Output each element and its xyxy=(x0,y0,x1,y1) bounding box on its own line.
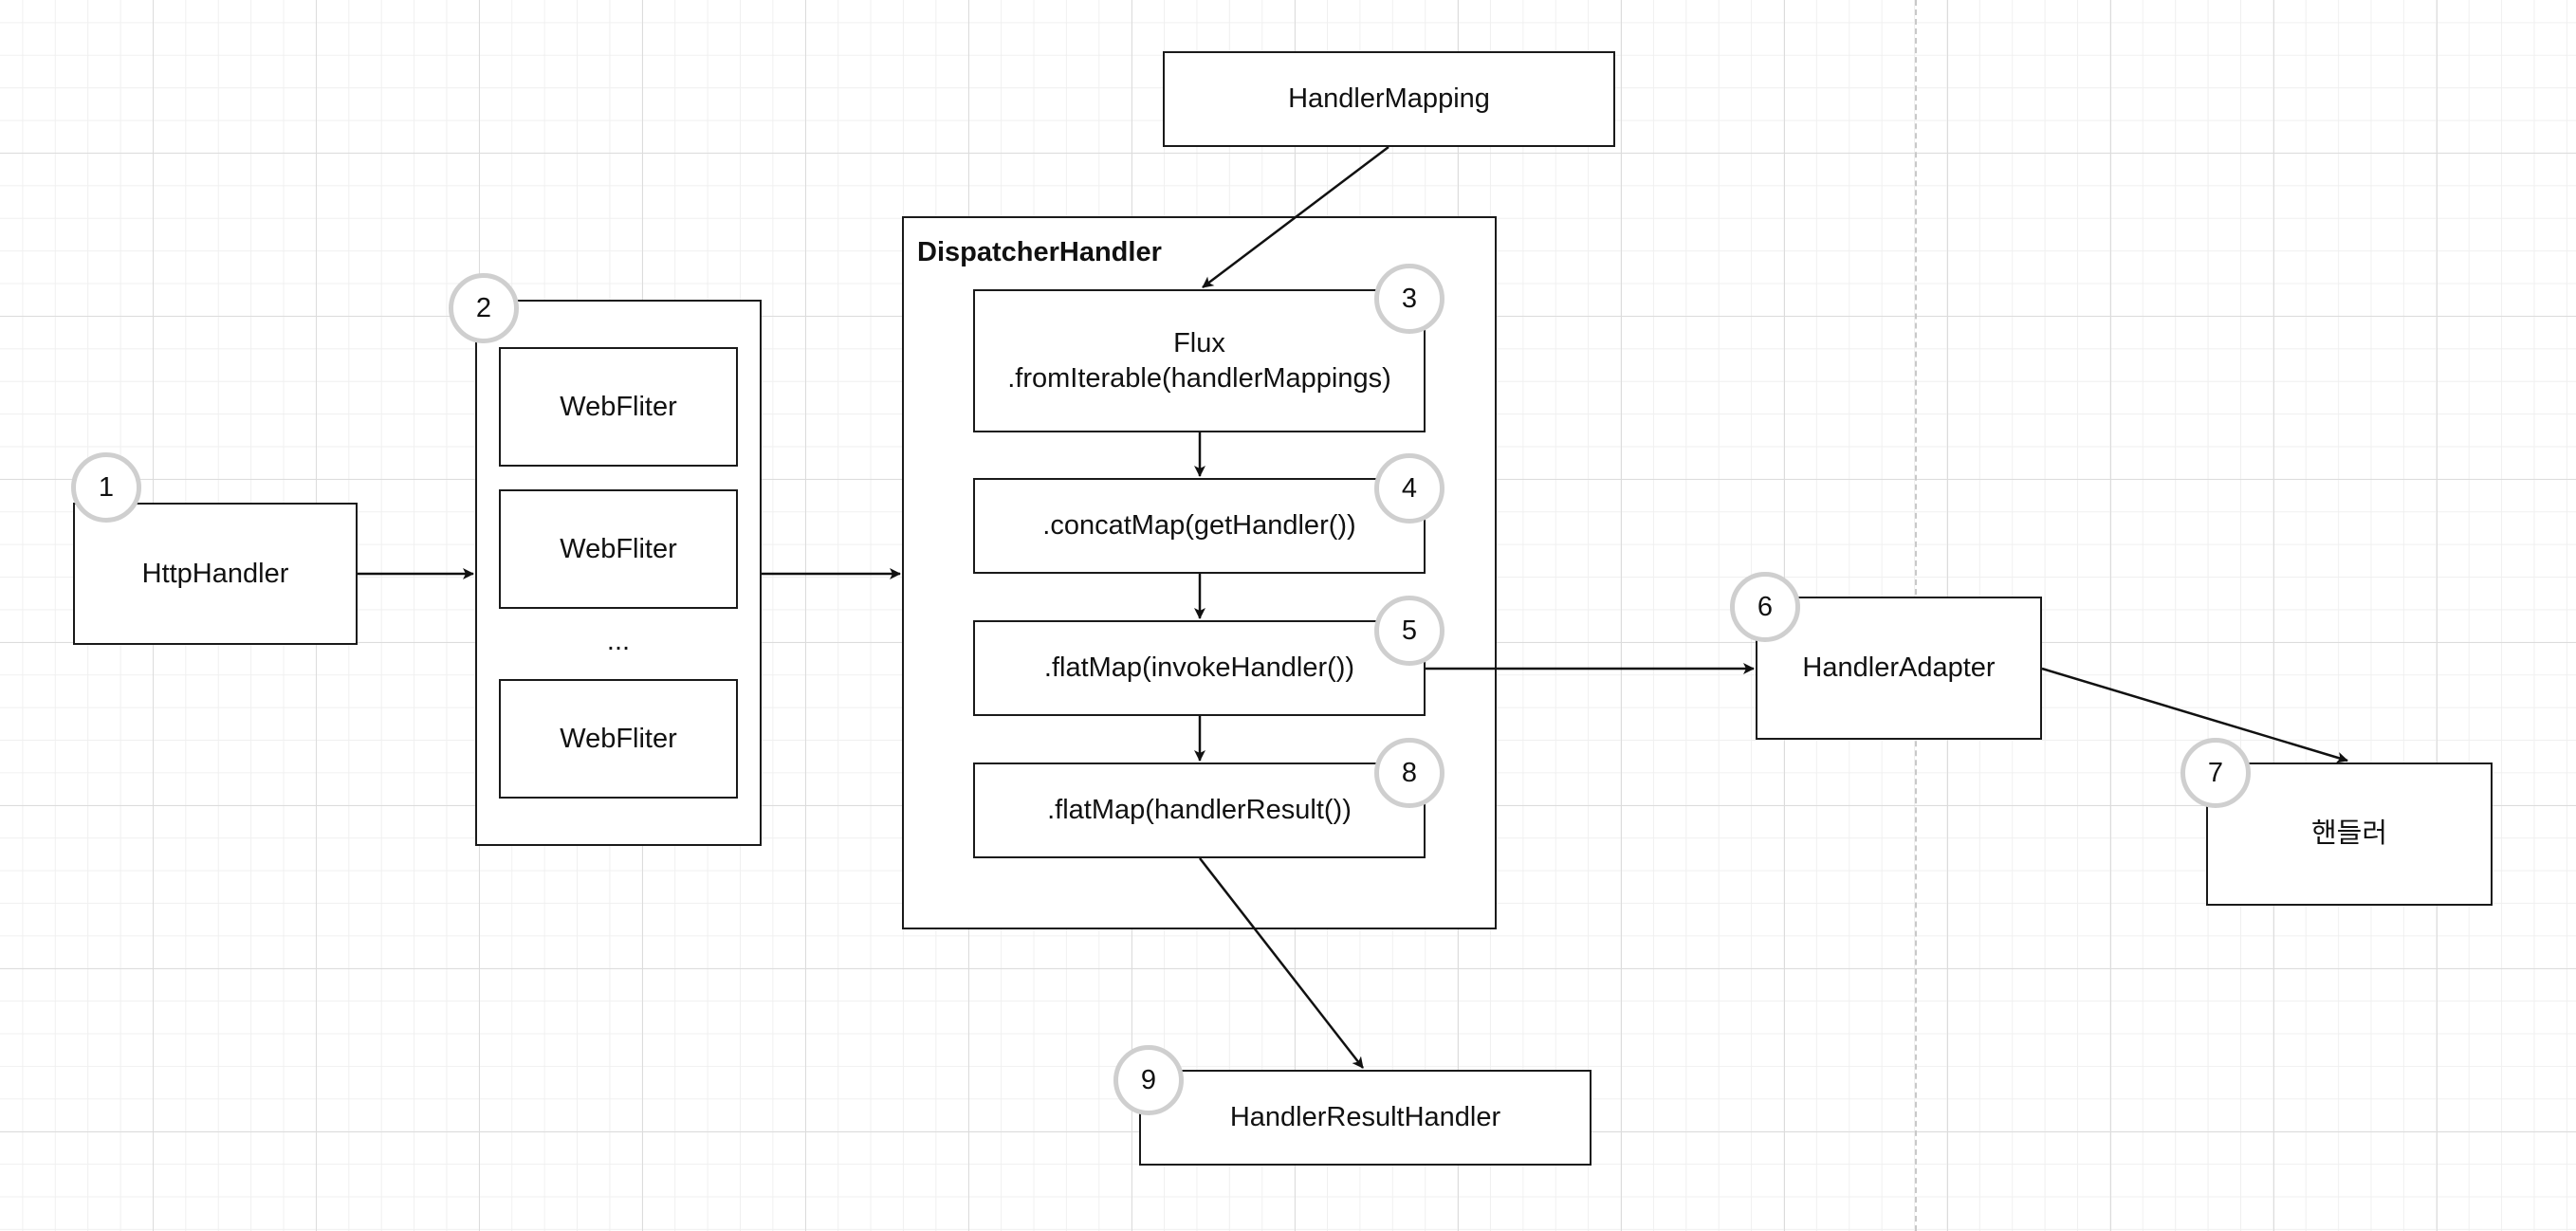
web-filter-node-1[interactable]: WebFliter xyxy=(499,347,738,467)
flux-from-iterable-node[interactable]: Flux .fromIterable(handlerMappings) xyxy=(973,289,1426,432)
handler-node[interactable]: 핸들러 xyxy=(2206,762,2493,906)
http-handler-label: HttpHandler xyxy=(141,558,289,589)
step-badge-2: 2 xyxy=(449,273,519,343)
handler-result-handler-node[interactable]: HandlerResultHandler xyxy=(1139,1070,1592,1166)
flat-map-result-label: .flatMap(handlerResult()) xyxy=(1047,795,1352,826)
web-filter-node-3[interactable]: WebFliter xyxy=(499,679,738,799)
step-badge-6: 6 xyxy=(1730,572,1800,642)
http-handler-node[interactable]: HttpHandler xyxy=(73,503,358,645)
step-badge-9: 9 xyxy=(1113,1045,1184,1115)
handler-adapter-node[interactable]: HandlerAdapter xyxy=(1756,597,2042,740)
handler-adapter-label: HandlerAdapter xyxy=(1802,652,1996,684)
handler-label: 핸들러 xyxy=(2310,818,2388,850)
step-badge-5: 5 xyxy=(1374,596,1444,666)
flat-map-invoke-label: .flatMap(invokeHandler()) xyxy=(1043,652,1355,684)
web-filter-node-2[interactable]: WebFliter xyxy=(499,489,738,609)
web-filter-label-3: WebFliter xyxy=(560,723,677,754)
concat-map-node[interactable]: .concatMap(getHandler()) xyxy=(973,478,1426,574)
flat-map-invoke-node[interactable]: .flatMap(invokeHandler()) xyxy=(973,620,1426,716)
flat-map-result-node[interactable]: .flatMap(handlerResult()) xyxy=(973,762,1426,858)
web-filter-label-1: WebFliter xyxy=(560,391,677,422)
web-filter-label-2: WebFliter xyxy=(560,533,677,564)
handler-result-handler-label: HandlerResultHandler xyxy=(1229,1102,1501,1133)
dispatcher-handler-title: DispatcherHandler xyxy=(917,237,1162,267)
step-badge-7: 7 xyxy=(2180,738,2251,808)
step-badge-3: 3 xyxy=(1374,264,1444,334)
handler-mapping-label: HandlerMapping xyxy=(1288,83,1490,115)
step-badge-8: 8 xyxy=(1374,738,1444,808)
handler-mapping-node[interactable]: HandlerMapping xyxy=(1163,51,1615,147)
web-filter-ellipsis: ... xyxy=(606,626,631,656)
step-badge-4: 4 xyxy=(1374,453,1444,524)
step-badge-1: 1 xyxy=(71,452,141,523)
concat-map-label: .concatMap(getHandler()) xyxy=(1042,510,1356,542)
flux-from-iterable-label: Flux .fromIterable(handlerMappings) xyxy=(1007,328,1391,394)
